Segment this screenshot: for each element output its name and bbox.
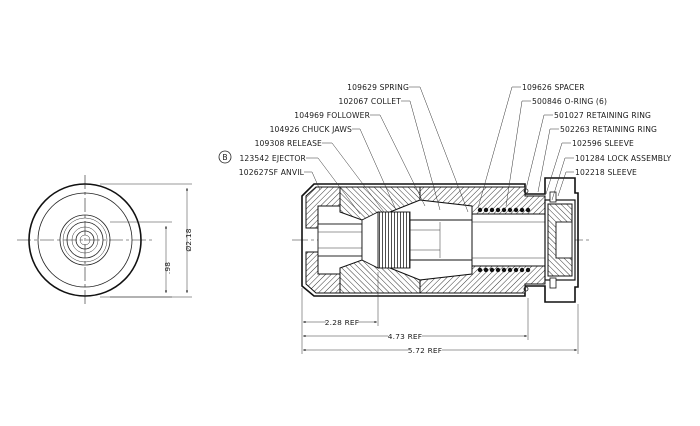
- callout-anvil: 102627SF ANVIL: [239, 168, 305, 177]
- callout-release: 109308 RELEASE: [255, 139, 322, 148]
- ejector-badge-letter: B: [222, 153, 227, 162]
- dimension-inner-diameter: .98: [163, 262, 172, 274]
- left-callouts: [304, 86, 469, 215]
- dimension-ref-2-28: 2.28 REF: [325, 318, 359, 327]
- section-view: [292, 177, 590, 355]
- callout-chuck-jaws: 104926 CHUCK JAWS: [270, 125, 352, 134]
- end-view: .98 Ø2.18: [17, 175, 193, 305]
- callout-sleeve-102596: 102596 SLEEVE: [572, 139, 634, 148]
- dimension-ref-4-73: 4.73 REF: [388, 332, 422, 341]
- callout-ejector: 123542 EJECTOR: [239, 154, 306, 163]
- right-callouts: [477, 86, 574, 209]
- callout-lock-assembly: 101284 LOCK ASSEMBLY: [575, 154, 672, 163]
- ejector-badge: B: [218, 150, 232, 164]
- callout-collet: 102067 COLLET: [338, 97, 401, 106]
- callout-sleeve-102218: 102218 SLEEVE: [575, 168, 637, 177]
- callout-spacer: 109626 SPACER: [522, 83, 585, 92]
- callout-o-ring: 500846 O-RING (6): [532, 97, 607, 106]
- spring-coils: [477, 207, 531, 273]
- callout-follower: 104969 FOLLOWER: [294, 111, 370, 120]
- dimension-outer-diameter: Ø2.18: [184, 228, 193, 251]
- callout-retaining-ring-502263: 502263 RETAINING RING: [560, 125, 657, 134]
- callout-retaining-ring-501027: 501027 RETAINING RING: [554, 111, 651, 120]
- callout-spring: 109629 SPRING: [347, 83, 409, 92]
- dimension-ref-5-72: 5.72 REF: [408, 346, 442, 355]
